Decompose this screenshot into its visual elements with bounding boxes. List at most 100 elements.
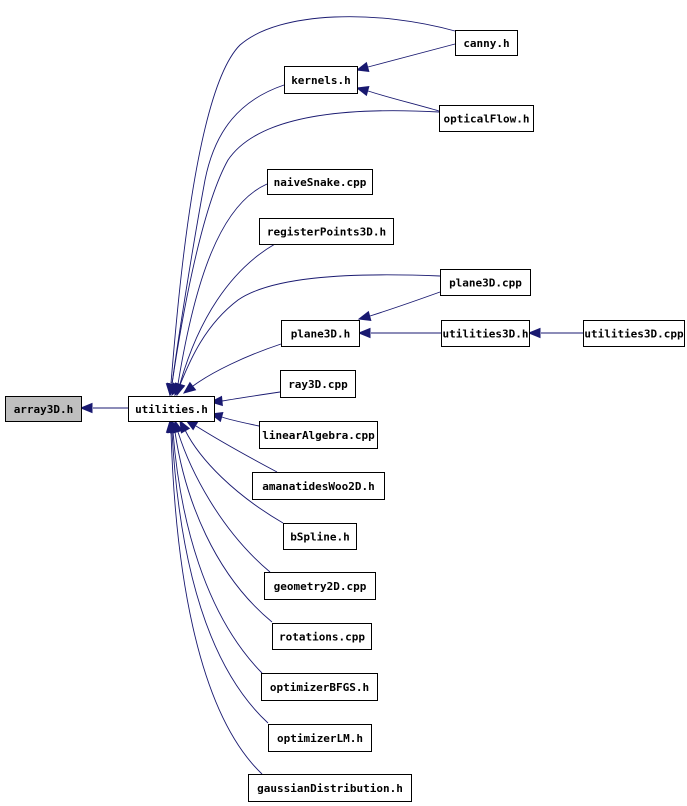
- node-kernels[interactable]: kernels.h: [284, 66, 358, 94]
- node-utilities3Dh[interactable]: utilities3D.h: [441, 320, 530, 347]
- node-opticalFlow[interactable]: opticalFlow.h: [439, 105, 534, 132]
- edge-line: [177, 431, 271, 573]
- node-label: utilities3D.cpp: [584, 328, 684, 341]
- edge-line: [171, 431, 269, 724]
- edge-plane3Dcpp-to-utilities: [175, 274, 441, 397]
- edge-line: [170, 16, 456, 384]
- node-label: geometry2D.cpp: [274, 580, 367, 593]
- edge-line: [170, 431, 263, 775]
- node-box[interactable]: [583, 320, 685, 347]
- node-bSpline[interactable]: bSpline.h: [283, 523, 357, 550]
- edges-layer: [79, 16, 583, 775]
- edge-line: [195, 425, 278, 473]
- node-box[interactable]: [455, 30, 518, 56]
- node-amanatides[interactable]: amanatidesWoo2D.h: [252, 472, 385, 500]
- node-box[interactable]: [268, 724, 372, 752]
- arrowhead-icon: [209, 395, 223, 407]
- arrowhead-icon: [357, 327, 371, 339]
- edge-linearAlgebra-to-utilities: [209, 411, 260, 427]
- node-label: gaussianDistribution.h: [257, 782, 403, 795]
- node-label: naiveSnake.cpp: [274, 176, 367, 189]
- node-label: utilities3D.h: [442, 328, 528, 341]
- node-box[interactable]: [248, 774, 412, 802]
- node-box[interactable]: [283, 523, 357, 550]
- node-optimizerBFGS[interactable]: optimizerBFGS.h: [261, 673, 378, 701]
- edge-plane3Dh-to-utilities: [182, 343, 282, 394]
- node-label: kernels.h: [291, 74, 351, 87]
- edge-line: [171, 84, 285, 385]
- arrowhead-icon: [355, 85, 370, 97]
- arrowhead-icon: [182, 381, 197, 394]
- arrowhead-icon: [79, 402, 93, 414]
- edge-utilities-to-array3D: [79, 402, 128, 414]
- edge-line: [171, 110, 440, 385]
- node-box[interactable]: [5, 396, 82, 422]
- node-label: optimizerBFGS.h: [270, 681, 369, 694]
- node-label: ray3D.cpp: [288, 378, 348, 391]
- edge-line: [221, 416, 260, 427]
- node-box[interactable]: [439, 105, 534, 132]
- edge-opticalFlow-to-kernels: [355, 85, 440, 112]
- node-optimizerLM[interactable]: optimizerLM.h: [268, 724, 372, 752]
- node-rotations[interactable]: rotations.cpp: [272, 623, 372, 650]
- node-registerPoints3D[interactable]: registerPoints3D.h: [259, 218, 394, 245]
- node-box[interactable]: [261, 673, 378, 701]
- arrowhead-icon: [175, 382, 186, 397]
- edge-line: [367, 90, 440, 112]
- edge-optimizerBFGS-to-utilities: [167, 419, 263, 674]
- node-label: registerPoints3D.h: [267, 226, 386, 239]
- edge-line: [177, 183, 268, 385]
- edge-line: [192, 343, 282, 387]
- node-box[interactable]: [281, 320, 360, 347]
- node-label: plane3D.h: [291, 328, 351, 341]
- edge-line: [172, 431, 263, 674]
- edge-opticalFlow-to-utilities: [166, 110, 440, 397]
- node-array3D[interactable]: array3D.h: [5, 396, 82, 422]
- node-label: linearAlgebra.cpp: [262, 429, 375, 442]
- node-gaussian[interactable]: gaussianDistribution.h: [248, 774, 412, 802]
- node-box[interactable]: [252, 472, 385, 500]
- node-label: optimizerLM.h: [277, 732, 363, 745]
- node-linearAlgebra[interactable]: linearAlgebra.cpp: [259, 421, 378, 449]
- edge-canny-to-kernels: [355, 43, 456, 73]
- node-box[interactable]: [128, 396, 215, 422]
- node-box[interactable]: [441, 320, 530, 347]
- node-naiveSnake[interactable]: naiveSnake.cpp: [267, 169, 373, 195]
- node-geometry2D[interactable]: geometry2D.cpp: [264, 572, 376, 600]
- node-utilities3Dcpp[interactable]: utilities3D.cpp: [583, 320, 685, 347]
- node-label: canny.h: [463, 37, 509, 50]
- node-ray3D[interactable]: ray3D.cpp: [280, 370, 356, 398]
- arrowhead-icon: [165, 419, 177, 433]
- edge-ray3D-to-utilities: [209, 391, 281, 407]
- node-label: plane3D.cpp: [449, 277, 522, 290]
- node-box[interactable]: [259, 421, 378, 449]
- node-label: amanatidesWoo2D.h: [262, 480, 375, 493]
- node-box[interactable]: [284, 66, 358, 94]
- edge-line: [184, 429, 284, 524]
- edge-gaussian-to-utilities: [165, 419, 263, 775]
- arrowhead-icon: [355, 61, 370, 73]
- node-utilities[interactable]: utilities.h: [128, 396, 215, 422]
- edge-plane3Dcpp-to-plane3Dh: [357, 291, 441, 322]
- nodes-layer: array3D.h utilities.h canny.h kernels.h opti…: [5, 30, 685, 802]
- arrowhead-icon: [527, 327, 541, 339]
- edge-line: [174, 431, 273, 623]
- node-box[interactable]: [264, 572, 376, 600]
- arrowhead-icon: [357, 310, 372, 322]
- edge-line: [221, 391, 281, 402]
- edge-line: [179, 243, 276, 385]
- node-box[interactable]: [259, 218, 394, 245]
- node-plane3Dh[interactable]: plane3D.h: [281, 320, 360, 347]
- edge-utilities3Dcpp-to-utilities3Dh: [527, 327, 583, 339]
- node-plane3Dcpp[interactable]: plane3D.cpp: [440, 269, 531, 296]
- node-label: rotations.cpp: [279, 631, 365, 644]
- node-label: opticalFlow.h: [443, 113, 529, 126]
- node-box[interactable]: [280, 370, 356, 398]
- node-label: bSpline.h: [290, 531, 350, 544]
- edge-utilities3Dh-to-plane3Dh: [357, 327, 441, 339]
- node-box[interactable]: [267, 169, 373, 195]
- node-box[interactable]: [440, 269, 531, 296]
- node-box[interactable]: [272, 623, 372, 650]
- node-canny[interactable]: canny.h: [455, 30, 518, 56]
